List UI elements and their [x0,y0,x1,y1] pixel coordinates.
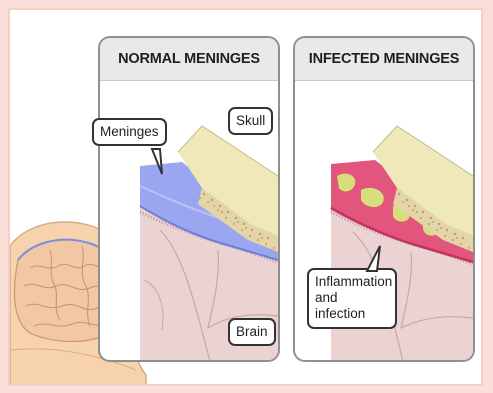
meninges-label: Meninges [92,118,167,146]
meninges-pointer [150,148,166,176]
skull-label: Skull [228,107,273,135]
brain-label: Brain [228,318,276,346]
inflammation-pointer [365,244,383,272]
inflammation-label-line1: Inflammation [315,274,389,290]
normal-panel-title: NORMAL MENINGES [118,51,260,67]
infected-meninges-panel: INFECTED MENINGES [293,36,475,362]
skull-label-text: Skull [236,113,265,128]
illustration-frame: NORMAL MENINGES [8,8,483,386]
normal-panel-header: NORMAL MENINGES [100,38,278,81]
brain-label-text: Brain [236,324,268,339]
meninges-label-text: Meninges [100,124,159,139]
infected-panel-header: INFECTED MENINGES [295,38,473,81]
inflammation-label: Inflammation and infection [307,268,397,329]
normal-meninges-panel: NORMAL MENINGES [98,36,280,362]
inflammation-label-line2: and infection [315,290,389,322]
infected-panel-title: INFECTED MENINGES [309,51,459,67]
